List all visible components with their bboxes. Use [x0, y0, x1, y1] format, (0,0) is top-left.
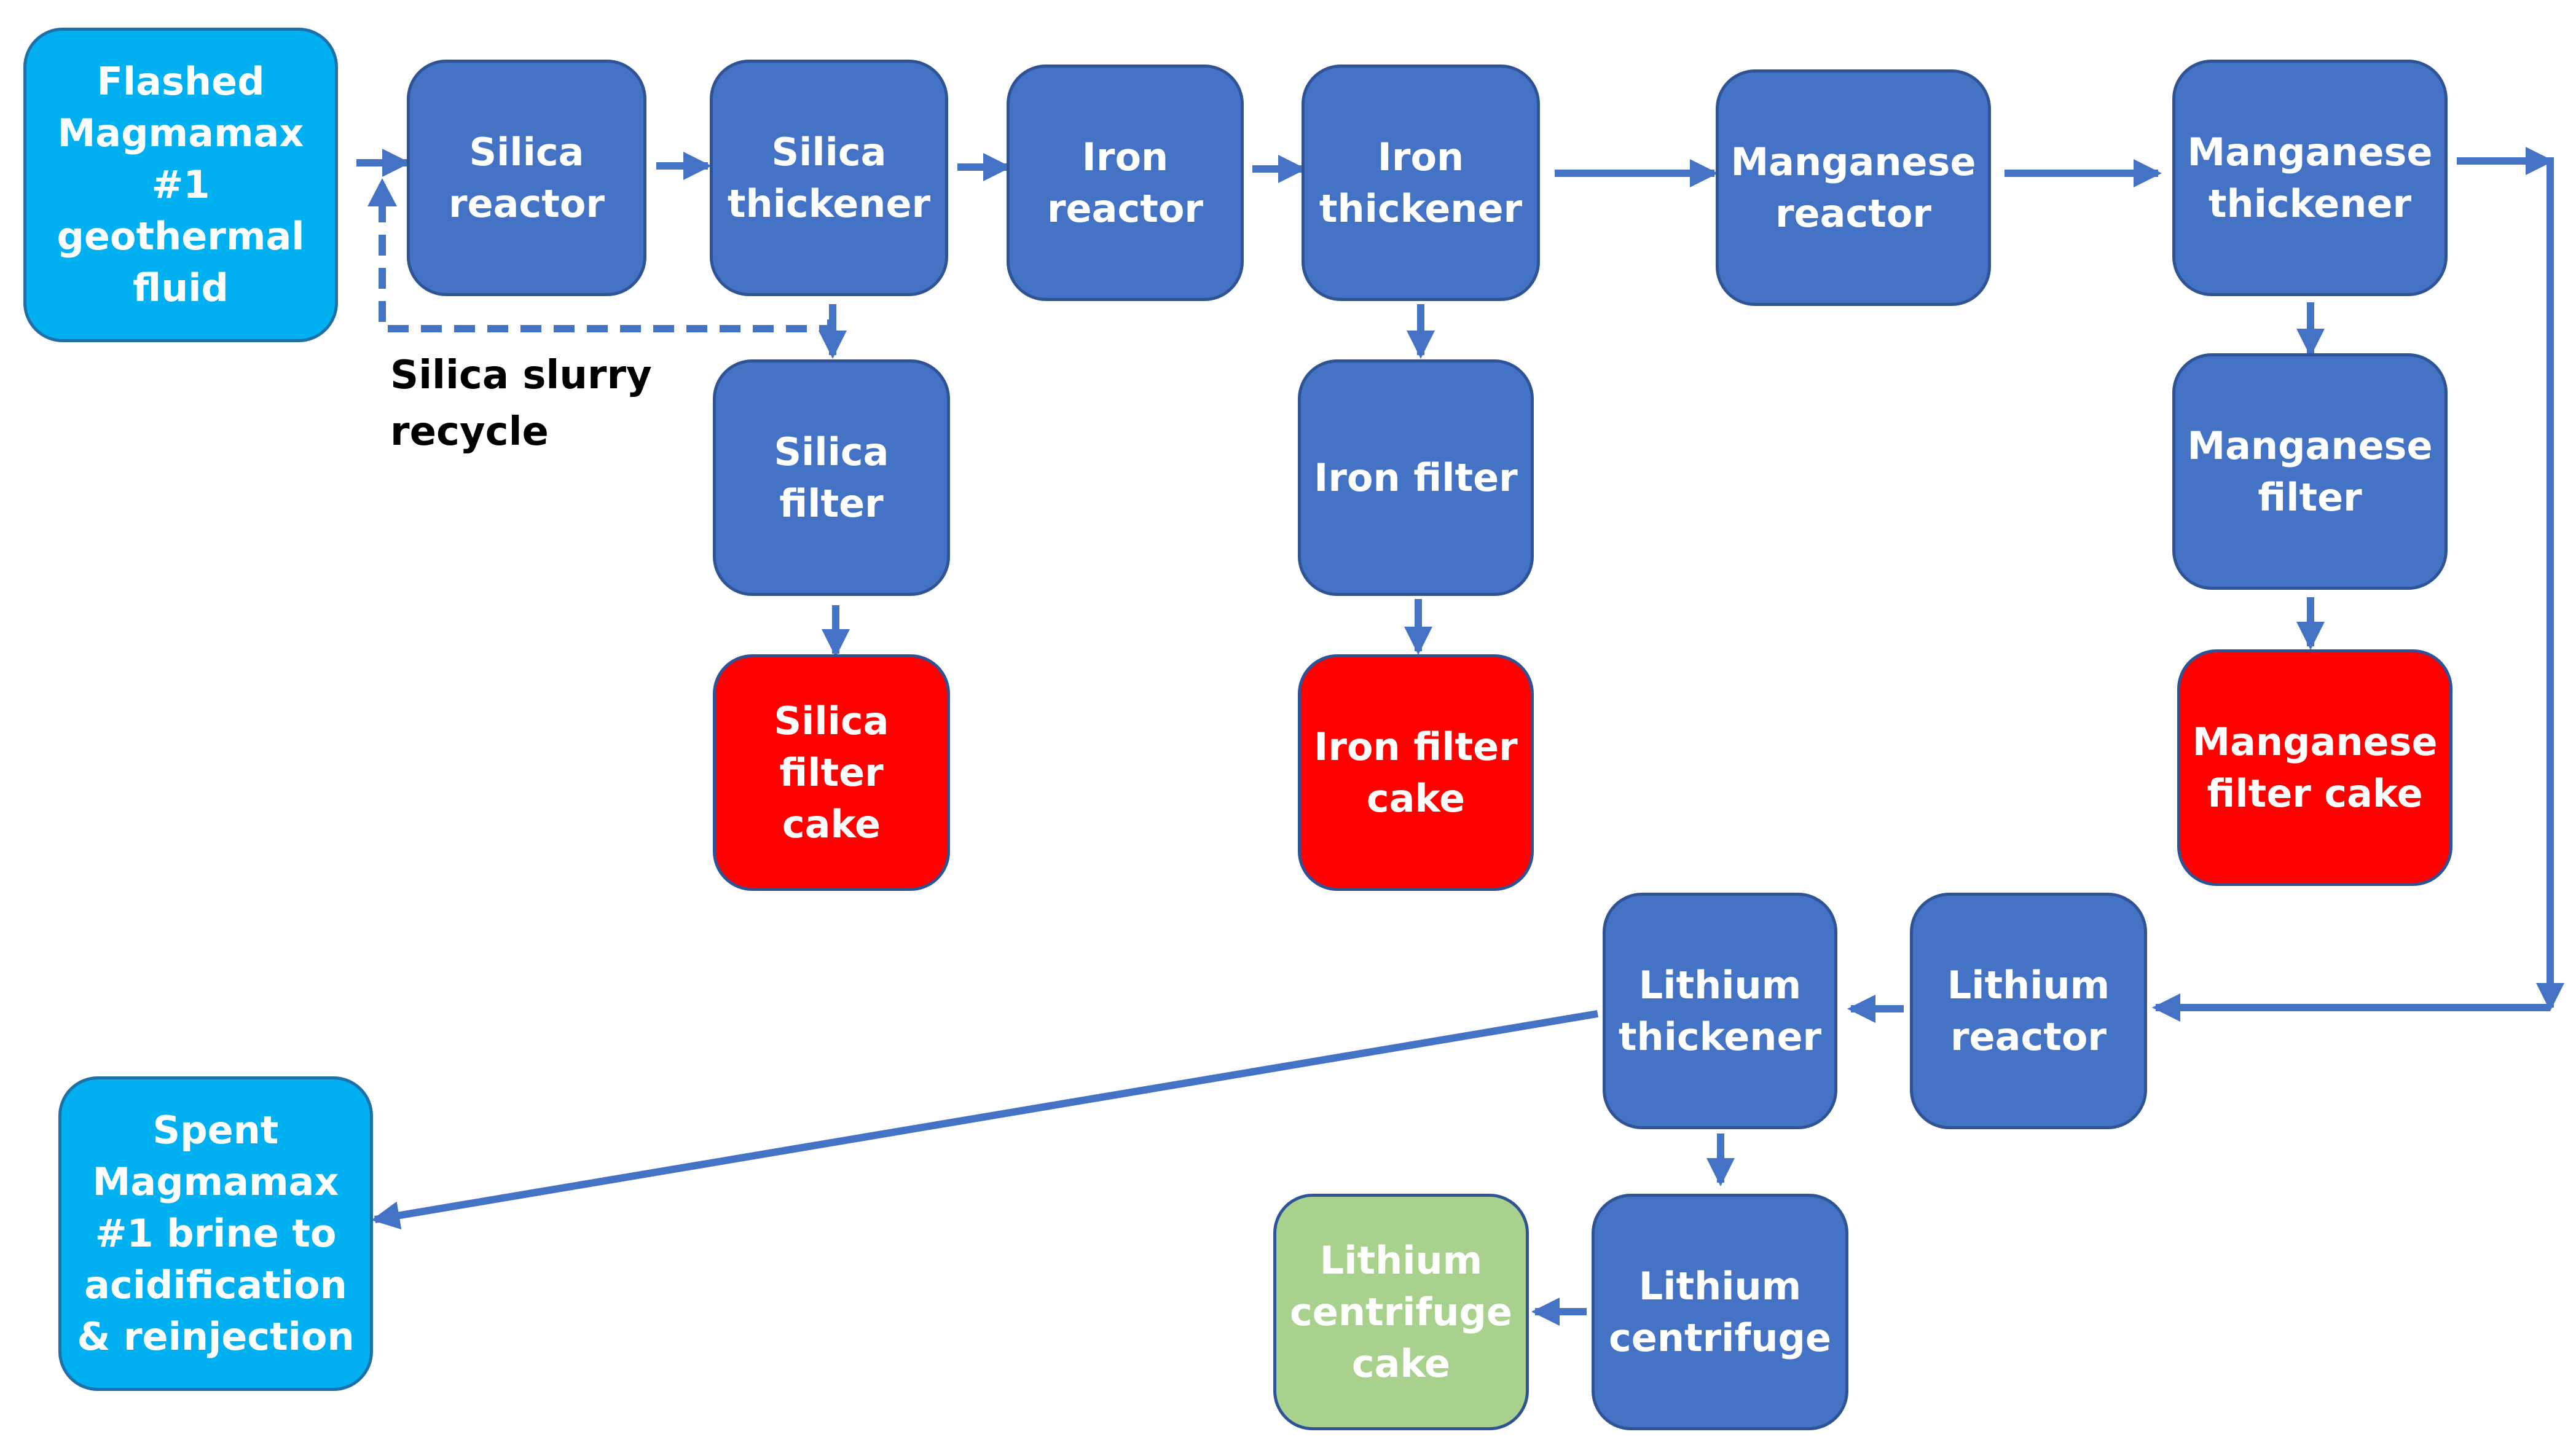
iron-thickener: Iron thickener	[1302, 65, 1540, 301]
lithium-reactor: Lithium reactor	[1910, 893, 2147, 1129]
manganese-thickener: Manganese thickener	[2172, 60, 2448, 296]
silica-filter: Silica filter	[713, 359, 950, 596]
lithium-centrifuge-cake: Lithium centrifuge cake	[1273, 1194, 1529, 1430]
manganese-filter: Manganese filter	[2172, 353, 2448, 590]
iron-reactor: Iron reactor	[1007, 65, 1244, 301]
silica-reactor: Silica reactor	[407, 60, 646, 296]
spent-brine-sink: Spent Magmamax #1 brine to acidification…	[58, 1076, 373, 1391]
silica-slurry-recycle-label: Silica slurry recycle	[390, 353, 652, 455]
arrow-manganese-thickener-to-lithium-reactor-path	[2457, 157, 2554, 1005]
manganese-reactor: Manganese reactor	[1716, 69, 1991, 306]
iron-filter-cake: Iron filter cake	[1298, 654, 1534, 891]
silica-recycle-arrowhead	[367, 178, 397, 206]
silica-thickener: Silica thickener	[710, 60, 948, 296]
lithium-centrifuge: Lithium centrifuge	[1592, 1194, 1848, 1430]
arrow-lithium-thickener-to-spent-brine	[371, 1010, 1598, 1230]
silica-filter-cake: Silica filter cake	[713, 654, 950, 891]
manganese-filter-cake: Manganese filter cake	[2177, 649, 2452, 886]
iron-filter: Iron filter	[1298, 359, 1534, 596]
lithium-thickener: Lithium thickener	[1603, 893, 1837, 1129]
silica-recycle-dashed-line	[379, 184, 834, 332]
flashed-fluid-source: Flashed Magmamax #1 geothermal fluid	[23, 28, 338, 342]
